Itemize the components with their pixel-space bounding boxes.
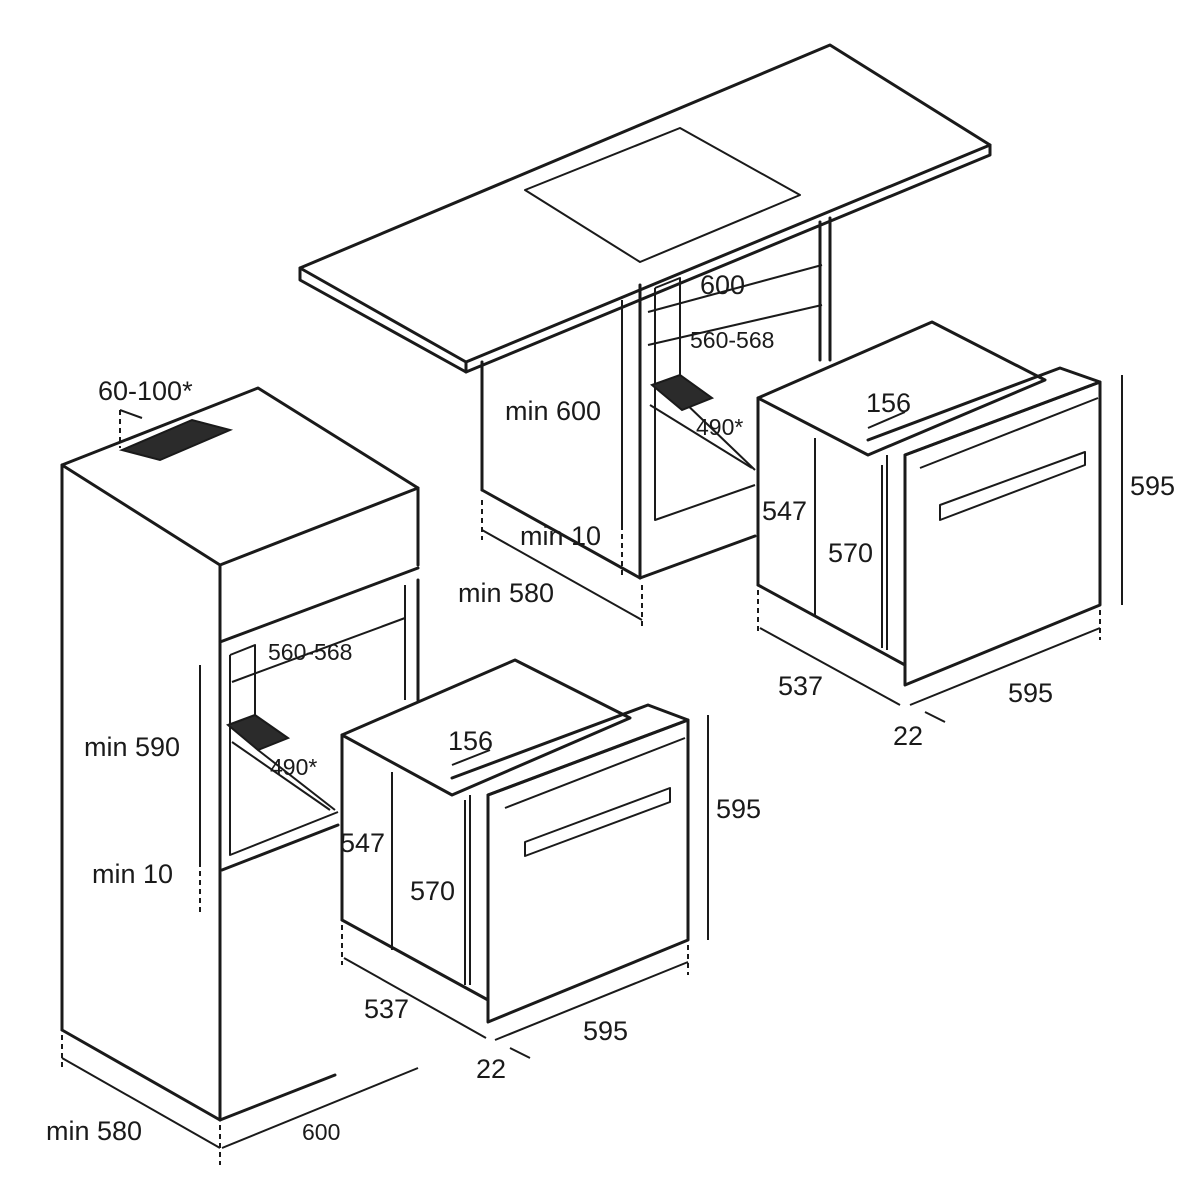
dim-line-lower-595-width: [494, 961, 689, 1041]
dim-line-22: [924, 711, 946, 723]
lower-oven-handle: [524, 787, 671, 857]
dim-line-600: [647, 264, 823, 313]
tall-cabinet-bottom-right: [218, 1073, 337, 1122]
cavity-inner-back: [654, 277, 681, 378]
cabinet-cavity-frame: [229, 655, 339, 856]
tall-cabinet-shelf-bottom: [220, 823, 340, 872]
cabinet-cavity-floor: [257, 749, 336, 811]
lower-front-thickness-label: 22: [476, 1054, 506, 1084]
lower-body-height-label: 547: [340, 828, 385, 858]
dim-line-cabinet-min-580: [61, 1057, 221, 1149]
lower-front-width-label: 595: [583, 1016, 628, 1046]
lower-oven: 156 595 547 570 537 595 22: [340, 658, 761, 1084]
tall-cabinet-shelf-top: [218, 566, 420, 644]
cabinet-inner-width-label: 560-568: [268, 639, 352, 665]
countertop-top: [298, 43, 992, 364]
dim-line-537: [759, 627, 901, 706]
front-height-label: 570: [828, 538, 873, 568]
cabinet-min-gap-label: min 10: [92, 859, 173, 889]
front-width-label: 595: [1008, 678, 1053, 708]
cabinet-min-depth-label: min 580: [46, 1116, 142, 1146]
top-vent: [118, 418, 234, 462]
min-depth-label: min 580: [458, 578, 554, 608]
lower-oven-body-top: [340, 658, 632, 797]
oven-body-top: [756, 320, 1047, 457]
front-thickness-label: 22: [893, 721, 923, 751]
body-depth-label: 537: [778, 671, 823, 701]
oven-handle: [939, 451, 1086, 521]
countertop-front-edge: [298, 143, 992, 374]
base-cabinet-bottom-edge: [480, 488, 642, 580]
cabinet-vent: [226, 713, 291, 752]
oven-front-face: [903, 380, 1102, 687]
cavity-floor: [679, 397, 756, 471]
min-gap-label: min 10: [520, 521, 601, 551]
dim-line-490: [649, 404, 753, 469]
lower-front-height-label: 570: [410, 876, 455, 906]
lower-oven-front-face: [486, 718, 690, 1024]
dim-line-cabinet-560-568: [231, 617, 406, 683]
lower-cutout-depth-label: 156: [448, 726, 493, 756]
cavity-width-label: 600: [700, 270, 745, 300]
countertop-installation: 600 560-568 490* min 600 min 10 min 580: [298, 43, 992, 630]
lower-body-depth-label: 537: [364, 994, 409, 1024]
oven-body-bottom: [756, 583, 907, 667]
total-height-label: 595: [1130, 471, 1175, 501]
cavity-inner-width-label: 560-568: [690, 327, 774, 353]
dim-line-lower-156: [451, 749, 491, 766]
lower-total-height-label: 595: [716, 794, 761, 824]
dim-line-60-100: [119, 409, 143, 419]
cabinet-vent-depth-label: 490*: [270, 754, 317, 780]
vent-opening-label: 60-100*: [98, 376, 193, 406]
dim-line-cabinet-490: [231, 741, 331, 811]
min-height-label: min 600: [505, 396, 601, 426]
cutout-depth-label: 156: [866, 388, 911, 418]
cabinet-min-height-label: min 590: [84, 732, 180, 762]
dim-line-595-width: [909, 627, 1101, 706]
lower-oven-control-strip: [504, 737, 686, 809]
tall-cabinet-bottom-edge: [60, 1028, 222, 1122]
cooktop: [524, 127, 801, 263]
cavity-frame: [654, 288, 756, 521]
dim-line-cabinet-600: [221, 1067, 419, 1149]
dim-line-560-568: [647, 304, 823, 346]
base-cabinet-bottom-right: [638, 534, 757, 580]
lower-oven-body-bottom: [340, 918, 490, 1002]
upper-oven: 156 595 547 570 537 595 22: [756, 320, 1175, 751]
cabinet-width-label: 600: [302, 1119, 340, 1145]
dim-line-156: [867, 411, 906, 429]
body-height-label: 547: [762, 496, 807, 526]
cabinet-cavity-back: [229, 644, 256, 715]
cavity-vent: [650, 373, 715, 412]
oven-control-strip: [919, 397, 1099, 469]
dim-line-lower-22: [509, 1047, 531, 1059]
dim-line-min-580: [481, 529, 643, 621]
vent-depth-label: 490*: [696, 414, 743, 440]
dim-line-lower-537: [343, 957, 487, 1039]
tall-cabinet-top: [60, 386, 420, 567]
tall-cabinet: 60-100* 560-568 490* min 590 min 10 min …: [46, 376, 420, 1165]
